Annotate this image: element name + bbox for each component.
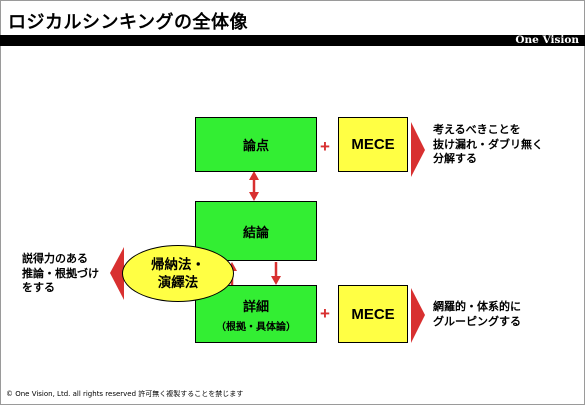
title-bar	[0, 35, 585, 46]
ronten-label: 論点	[242, 139, 269, 154]
note-top-line-1: 考えるべきことを	[433, 123, 521, 136]
mece-label-top: MECE	[351, 136, 395, 153]
oval-line-2: 演繹法	[157, 274, 199, 291]
ketsuron-label: 結論	[242, 225, 269, 241]
shosai-label: 詳細	[242, 299, 269, 315]
triangle-pointer-bottom	[411, 288, 425, 343]
note-left-line-3: をする	[22, 281, 55, 294]
ketsuron-box: 結論	[195, 201, 317, 261]
double-arrow-ronten-ketsuron	[249, 171, 259, 201]
note-left-line-2: 推論・根拠づけ	[22, 266, 99, 280]
page-title: ロジカルシンキングの全体像	[8, 12, 248, 33]
ronten-box: 論点	[195, 117, 317, 172]
note-top-line-3: 分解する	[433, 152, 477, 165]
mece-box-bottom: MECE	[338, 285, 408, 343]
note-top-line-2: 抜け漏れ・ダブリ無く	[433, 137, 543, 151]
note-bottom: 網羅的・体系的に グルーピングする	[433, 300, 521, 329]
oval-line-1: 帰納法・	[151, 256, 205, 273]
shosai-sublabel: （根拠・具体論）	[216, 321, 296, 333]
note-left-line-1: 説得力のある	[22, 252, 88, 265]
down-arrow-to-shosai	[271, 262, 281, 285]
mece-box-top: MECE	[338, 117, 408, 172]
mece-label-bottom: MECE	[351, 305, 395, 323]
plus-sign-top: +	[320, 137, 330, 156]
brand-label: One Vision	[515, 34, 579, 46]
plus-sign-bottom: +	[320, 304, 330, 323]
note-bottom-line-1: 網羅的・体系的に	[433, 300, 521, 313]
note-top: 考えるべきことを 抜け漏れ・ダブリ無く 分解する	[433, 123, 543, 167]
triangle-pointer-top	[411, 122, 425, 177]
note-left: 説得力のある 推論・根拠づけ をする	[22, 252, 99, 296]
triangle-pointer-left	[110, 247, 124, 300]
kinou-enneki-oval: 帰納法・ 演繹法	[122, 245, 234, 302]
copyright-footer: © One Vision, Ltd. all rights reserved 許…	[6, 390, 244, 398]
note-bottom-line-2: グルーピングする	[433, 314, 521, 328]
